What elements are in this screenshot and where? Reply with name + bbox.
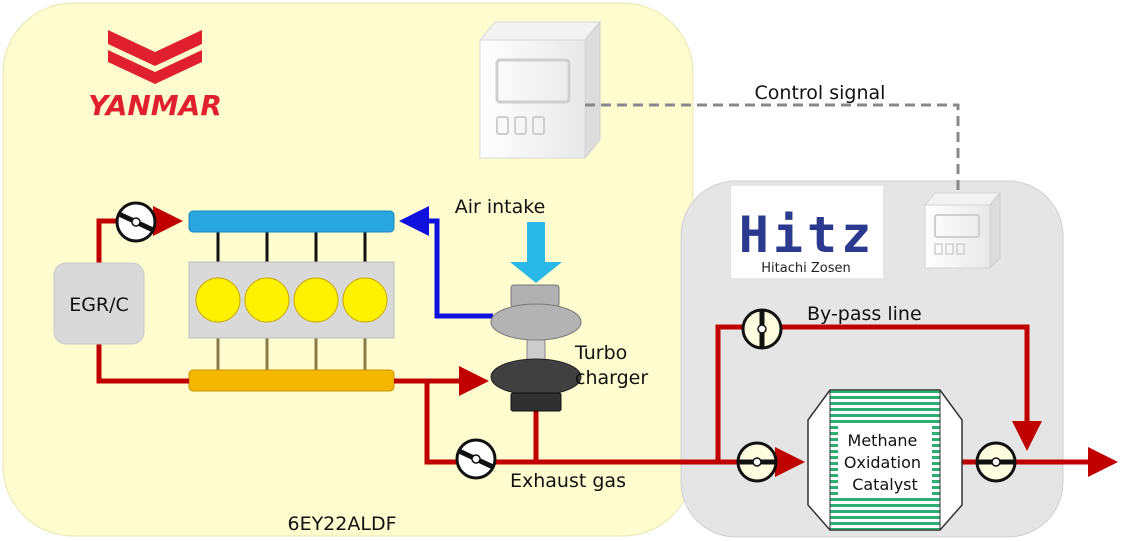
turbo-label: Turbo charger <box>574 342 648 389</box>
intake-manifold <box>188 210 395 233</box>
yanmar-logo: YANMAR <box>88 30 222 122</box>
catalyst-control-panel-icon <box>923 191 1002 270</box>
exhaust-gas-line <box>424 381 726 465</box>
turbocharger-icon <box>490 284 582 412</box>
engine-model-label: 6EY22ALDF <box>287 513 396 535</box>
catalyst-inlet-valve-icon <box>736 441 778 483</box>
turbo-label-line2: charger <box>575 367 648 389</box>
control-signal-label: Control signal <box>755 82 886 104</box>
bypass-line-label: By-pass line <box>807 303 922 325</box>
air-line <box>399 206 493 319</box>
bypass-valve-icon <box>741 308 783 350</box>
egr-cooler-label: EGR/C <box>69 294 129 316</box>
bypass-line <box>715 324 1042 462</box>
cylinder-4 <box>342 277 388 323</box>
engine-bottom-rods <box>216 338 367 372</box>
catalyst-label-line1: Methane <box>848 431 918 450</box>
hitz-logo: Hitz Hitachi Zosen <box>731 186 883 278</box>
engine-top-rods <box>216 230 367 262</box>
catalyst-label: Methane Oxidation Catalyst <box>844 431 926 494</box>
egr-valve-icon <box>115 201 157 243</box>
air-intake-arrow <box>510 222 562 283</box>
hitz-subtitle: Hitachi Zosen <box>761 261 850 276</box>
catalyst-label-line3: Catalyst <box>852 475 918 494</box>
catalyst-outlet-valve-icon <box>975 441 1017 483</box>
cylinder-2 <box>244 277 290 323</box>
control-signal-line <box>585 103 960 195</box>
exhaust-valve-icon <box>455 438 497 480</box>
yanmar-wordmark: YANMAR <box>88 89 222 122</box>
hitz-wordmark: Hitz <box>739 206 875 264</box>
cylinder-1 <box>195 277 241 323</box>
turbo-label-line1: Turbo <box>574 342 627 364</box>
air-intake-label: Air intake <box>455 196 546 218</box>
engine-control-panel-icon <box>478 20 602 160</box>
cylinder-3 <box>293 277 339 323</box>
egr-cooler <box>53 262 145 345</box>
cylinders <box>195 277 388 323</box>
catalyst-icon <box>807 389 963 531</box>
exhaust-gas-label: Exhaust gas <box>510 470 626 492</box>
exhaust-manifold <box>188 369 395 392</box>
catalyst-label-line2: Oxidation <box>844 453 921 472</box>
